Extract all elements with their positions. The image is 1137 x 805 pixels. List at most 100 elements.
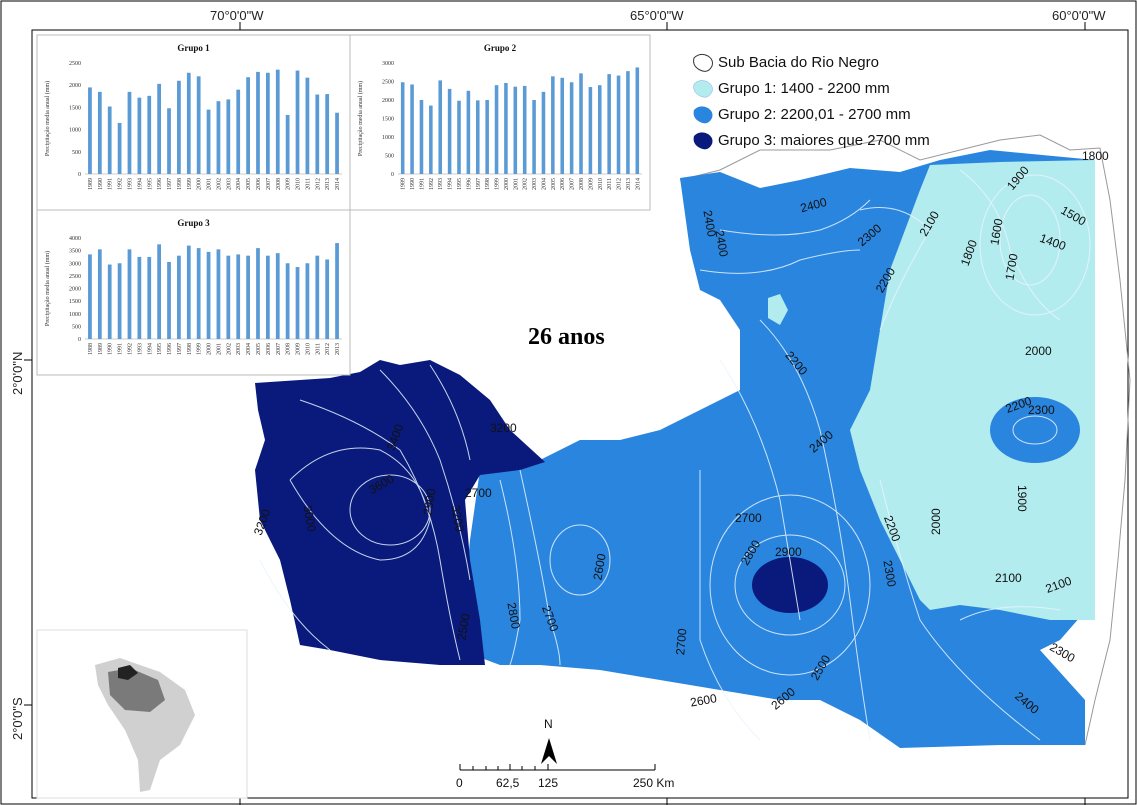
contour-label: 2500 <box>454 612 472 641</box>
inset-chart-bar <box>541 91 546 174</box>
inset-chart-ytick: 2000 <box>69 83 81 89</box>
inset-chart-bar <box>438 80 443 174</box>
contour-label: 2300 <box>1028 403 1055 417</box>
inset-chart-bar <box>607 74 611 174</box>
inset-chart-ytick: 0 <box>391 172 394 178</box>
inset-chart-ytick: 500 <box>385 154 394 160</box>
inset-chart-bar <box>532 100 536 174</box>
inset-chart-ytick: 2000 <box>382 98 394 104</box>
inset-chart-xtick: 2000 <box>504 178 510 190</box>
inset-chart-xtick: 1999 <box>197 343 203 355</box>
inset-chart-xtick: 2001 <box>216 343 222 355</box>
inset-chart-xtick: 2010 <box>305 343 311 355</box>
inset-chart-bar <box>447 88 452 174</box>
contour-label: 2000 <box>929 508 943 535</box>
legend-icon-grupo-3 <box>693 132 713 150</box>
inset-chart-xtick: 2004 <box>236 178 242 190</box>
contour-label: 2800 <box>504 601 522 630</box>
inset-chart-xtick: 2010 <box>296 178 302 190</box>
inset-chart-xtick: 2005 <box>246 178 252 190</box>
contour-label: 3200 <box>448 504 466 533</box>
inset-chart-xtick: 2009 <box>296 343 302 355</box>
inset-chart-bar <box>485 100 489 174</box>
contour-label: 2300 <box>880 559 898 588</box>
inset-chart-bar <box>295 267 300 339</box>
inset-chart-bar <box>295 70 300 174</box>
inset-chart-ylabel: Precipitação media anual (mm) <box>357 81 364 156</box>
contour-label: 2400 <box>700 209 718 238</box>
inset-chart-bar <box>117 263 122 339</box>
inset-chart-xtick: 1996 <box>157 178 163 190</box>
legend-item-grupo-2: Grupo 2: 2200,01 - 2700 mm <box>718 106 911 123</box>
inset-chart-bar <box>494 85 499 174</box>
inset-chart-xtick: 1999 <box>187 178 193 190</box>
inset-chart-xtick: 2011 <box>607 178 613 190</box>
inset-chart-ytick: 0 <box>78 337 81 343</box>
inset-chart-bar <box>236 254 241 339</box>
lat-label-2n: 2°0'0"N <box>10 352 25 395</box>
inset-chart-xtick: 2008 <box>286 343 292 355</box>
inset-chart-xtick: 2007 <box>276 343 282 355</box>
scale-tick-label: 62,5 <box>496 776 520 790</box>
inset-chart-xtick: 2014 <box>335 178 341 190</box>
legend-icon-grupo-2 <box>693 106 713 124</box>
inset-chart-xtick: 2009 <box>588 178 594 190</box>
inset-grupo-1-box <box>36 34 351 211</box>
inset-chart-xtick: 1994 <box>448 178 454 190</box>
scale-bar: 0 62,5 125 250 Km <box>456 764 674 790</box>
inset-chart-xtick: 1997 <box>177 343 183 355</box>
inset-chart-xtick: 2007 <box>570 178 576 190</box>
inset-chart-title: Grupo 3 <box>177 218 210 228</box>
inset-chart-ytick: 1000 <box>69 312 81 318</box>
inset-chart-bar <box>315 94 320 174</box>
inset-chart-xtick: 1991 <box>419 178 425 190</box>
inset-chart-xtick: 2004 <box>246 343 252 355</box>
inset-chart-bar <box>167 261 171 339</box>
inset-chart-xtick: 1988 <box>88 343 94 355</box>
inset-chart-bar <box>167 108 171 174</box>
inset-chart-xtick: 2002 <box>523 178 529 190</box>
inset-chart-bar <box>117 122 122 174</box>
inset-chart-xtick: 2000 <box>207 343 213 355</box>
inset-chart-bar <box>579 73 583 174</box>
inset-chart-xtick: 1999 <box>495 178 501 190</box>
lon-label-60w: 60°0'0"W <box>1052 8 1106 23</box>
inset-chart-ylabel: Precipitação media anual (mm) <box>44 81 51 156</box>
inset-chart-bar <box>635 67 640 174</box>
inset-chart-bar <box>305 263 310 339</box>
period-label: 26 anos <box>528 324 605 350</box>
inset-chart-ytick: 0 <box>78 172 81 178</box>
region-grupo-1 <box>850 160 1095 620</box>
inset-chart-xtick: 2012 <box>617 178 623 190</box>
region-grupo-3-west <box>255 360 545 665</box>
inset-chart-bar <box>588 87 593 174</box>
inset-chart-xtick: 2006 <box>256 178 262 190</box>
inset-chart-title: Grupo 2 <box>484 43 517 53</box>
inset-chart-ytick: 3000 <box>69 261 81 267</box>
inset-chart-xtick: 1989 <box>98 343 104 355</box>
inset-chart-xtick: 1992 <box>429 178 435 190</box>
inset-chart-bar <box>275 253 280 339</box>
lon-label-70w: 70°0'0"W <box>210 8 264 23</box>
inset-chart-xtick: 2005 <box>256 343 262 355</box>
inset-chart-xtick: 2003 <box>532 178 538 190</box>
inset-chart-bar <box>236 89 241 174</box>
inset-chart-bar <box>147 95 152 174</box>
inset-chart-ytick: 1500 <box>69 105 81 111</box>
inset-chart-bar <box>157 83 162 174</box>
legend: Sub Bacia do Rio Negro Grupo 1: 1400 - 2… <box>693 53 930 150</box>
inset-chart-bar <box>560 77 565 174</box>
inset-chart-ytick: 1500 <box>382 117 394 123</box>
north-label: N <box>544 717 553 731</box>
contour-label: 2400 <box>712 229 730 258</box>
inset-chart-xtick: 1997 <box>476 178 482 190</box>
inset-chart-xtick: 1992 <box>118 178 124 190</box>
inset-chart-bar <box>226 99 231 174</box>
inset-chart-ytick: 500 <box>72 324 81 330</box>
inset-chart-ytick: 2500 <box>382 80 394 86</box>
rio-negro-basin-shape <box>118 665 138 680</box>
inset-chart-bar <box>419 100 424 174</box>
inset-chart-bar <box>246 77 250 174</box>
inset-chart-xtick: 1989 <box>401 178 407 190</box>
inset-chart-xtick: 1990 <box>108 343 114 355</box>
